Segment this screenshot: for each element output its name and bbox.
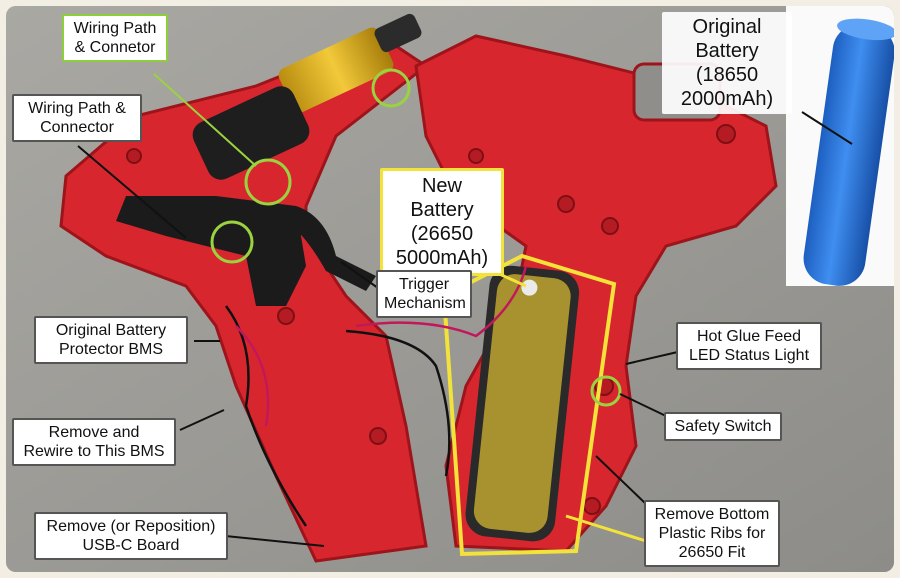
label-safety-switch: Safety Switch: [664, 412, 782, 441]
label-trigger-mechanism: Trigger Mechanism: [376, 270, 472, 318]
label-wiring-path-connetor: Wiring Path & Connetor: [62, 14, 168, 62]
label-remove-rewire: Remove and Rewire to This BMS: [12, 418, 176, 466]
callout-circles: [210, 68, 622, 407]
battery-bay-outline: [441, 253, 617, 557]
green-pointer-lines: [153, 73, 257, 167]
label-new-battery: New Battery (26650 5000mAh): [380, 168, 504, 276]
new-26650-battery: [465, 265, 580, 542]
heating-element: [192, 13, 422, 180]
label-remove-usbc: Remove (or Reposition) USB-C Board: [34, 512, 228, 560]
label-hot-glue-feed: Hot Glue Feed LED Status Light: [676, 322, 822, 370]
trigger-mechanism: [116, 196, 306, 306]
label-remove-ribs: Remove Bottom Plastic Ribs for 26650 Fit: [644, 500, 780, 567]
trigger-spring: [291, 206, 376, 291]
wiring: [224, 265, 528, 527]
label-wiring-path-connector: Wiring Path & Connector: [12, 94, 142, 142]
pointer-lines: [77, 111, 853, 547]
label-original-battery-bms: Original Battery Protector BMS: [34, 316, 188, 364]
original-18650-battery: [803, 18, 894, 286]
label-original-battery: Original Battery (18650 2000mAh): [662, 12, 792, 114]
